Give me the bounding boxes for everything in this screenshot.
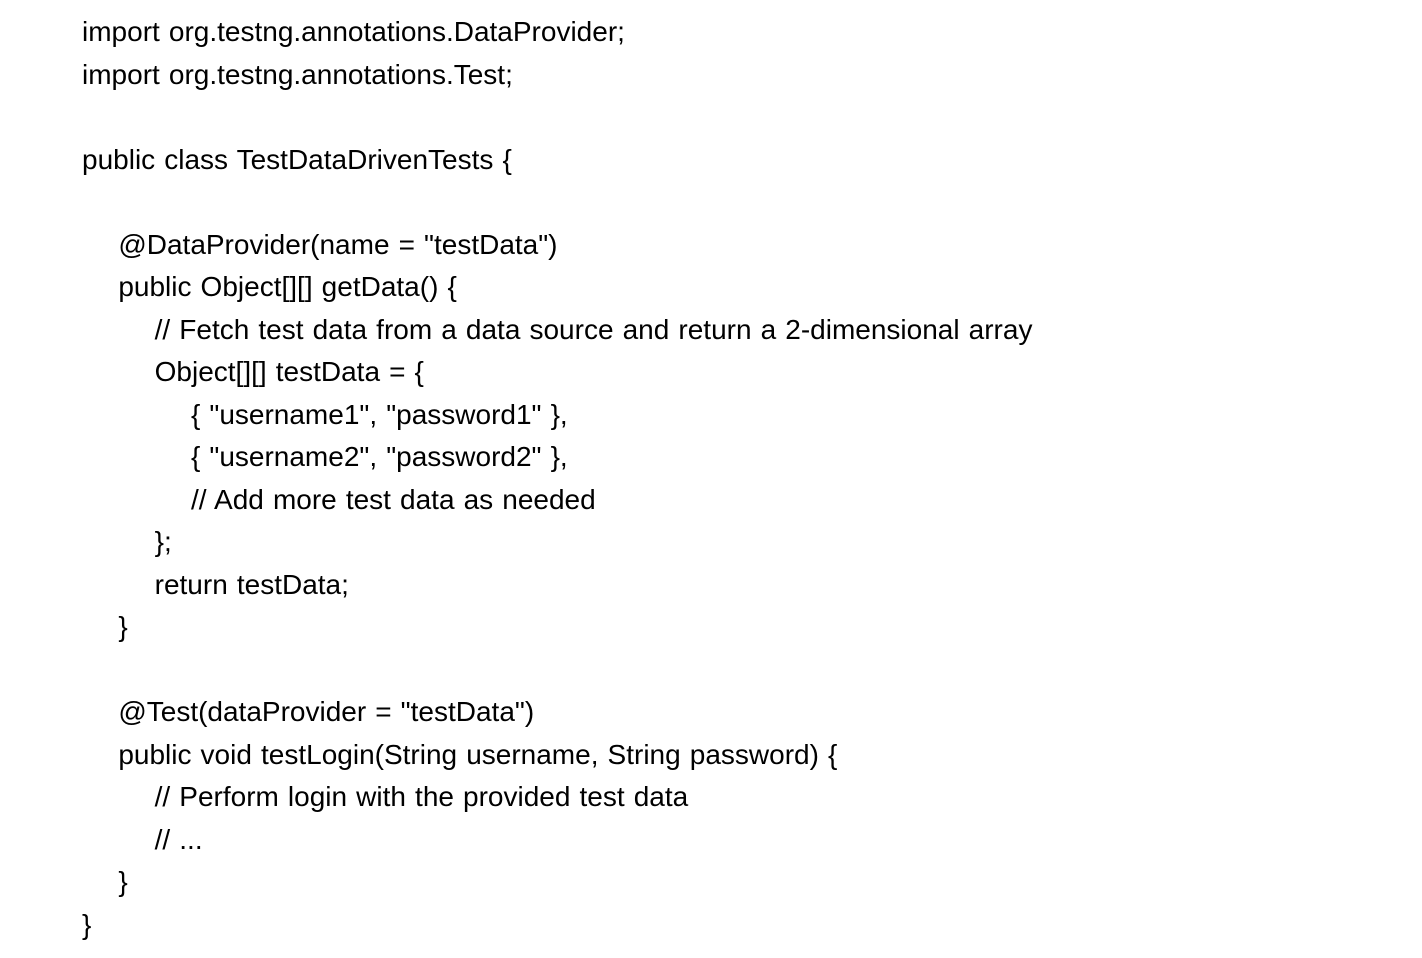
code-line: // Perform login with the provided test …	[82, 781, 689, 812]
code-line: public class TestDataDrivenTests {	[82, 143, 512, 175]
code-line: return testData;	[82, 568, 349, 600]
code-line: import org.testng.annotations.Test;	[82, 58, 513, 90]
code-line: // Add more test data as needed	[82, 483, 596, 515]
code-line: // ...	[82, 823, 203, 855]
code-line: }	[82, 866, 128, 897]
code-line	[82, 649, 1382, 692]
code-line: public void testLogin(String username, S…	[82, 738, 838, 770]
code-line	[82, 96, 1382, 139]
code-line: }	[82, 908, 92, 940]
code-line: { "username2", "password2" },	[82, 441, 568, 472]
code-line: };	[82, 526, 172, 557]
code-line: // Fetch test data from a data source an…	[82, 313, 1033, 345]
code-line: import org.testng.annotations.DataProvid…	[82, 16, 625, 47]
code-line: { "username1", "password1" },	[82, 398, 568, 430]
code-line: @Test(dataProvider = "testData")	[82, 696, 535, 727]
code-line	[82, 181, 1382, 224]
code-line: @DataProvider(name = "testData")	[82, 228, 558, 260]
code-line: public Object[][] getData() {	[82, 271, 457, 302]
code-line: Object[][] testData = {	[82, 356, 424, 387]
code-line: }	[82, 611, 128, 642]
